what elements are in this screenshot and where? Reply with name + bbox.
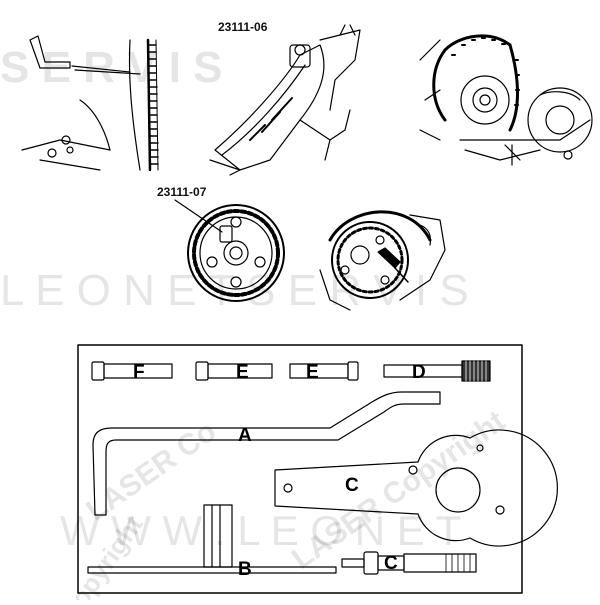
- tool-label-a: A: [238, 425, 252, 446]
- panel-crank-pin: [21, 35, 159, 172]
- panel-belt-gear: [419, 34, 593, 166]
- part-code-23111-07: 23111-07: [157, 185, 207, 199]
- panel-cam-cover: [209, 24, 361, 176]
- tool-b-base: [87, 504, 337, 574]
- tool-pin-e1: [195, 361, 273, 381]
- panel-tool-kit: [77, 344, 558, 594]
- tool-label-d: D: [412, 362, 426, 383]
- tool-label-b: B: [238, 559, 252, 580]
- panel-cam-sprocket: [174, 199, 285, 302]
- panel-sprocket-arrow: [319, 210, 446, 311]
- part-code-23111-06: 23111-06: [218, 20, 268, 34]
- watermark-layer: S E R V I S L E O N E T S E R V I S LASE…: [0, 43, 511, 605]
- tool-pin-f: [91, 361, 173, 381]
- tool-label-c2: C: [384, 553, 398, 574]
- tool-c-plate: [274, 429, 558, 547]
- tool-label-c1: C: [345, 475, 359, 496]
- tool-a-bar: [92, 391, 441, 516]
- tool-c-pin: [341, 551, 477, 575]
- tool-pin-e2: [289, 361, 359, 381]
- toothed-sprocket-edge: [146, 38, 159, 172]
- tool-label-e2: E: [306, 362, 319, 383]
- tool-label-layer: F E E D A C B C: [133, 362, 426, 580]
- tool-pin-d: [383, 360, 491, 382]
- tool-label-f: F: [133, 362, 145, 383]
- tool-label-e1: E: [236, 362, 249, 383]
- tool-kit-frame: [77, 344, 523, 594]
- watermark-row2: L E O N E T S E R V I S: [0, 266, 469, 315]
- watermark-row1: S E R V I S: [0, 43, 223, 92]
- watermark-row3: W W W . L E O N E T: [60, 507, 461, 554]
